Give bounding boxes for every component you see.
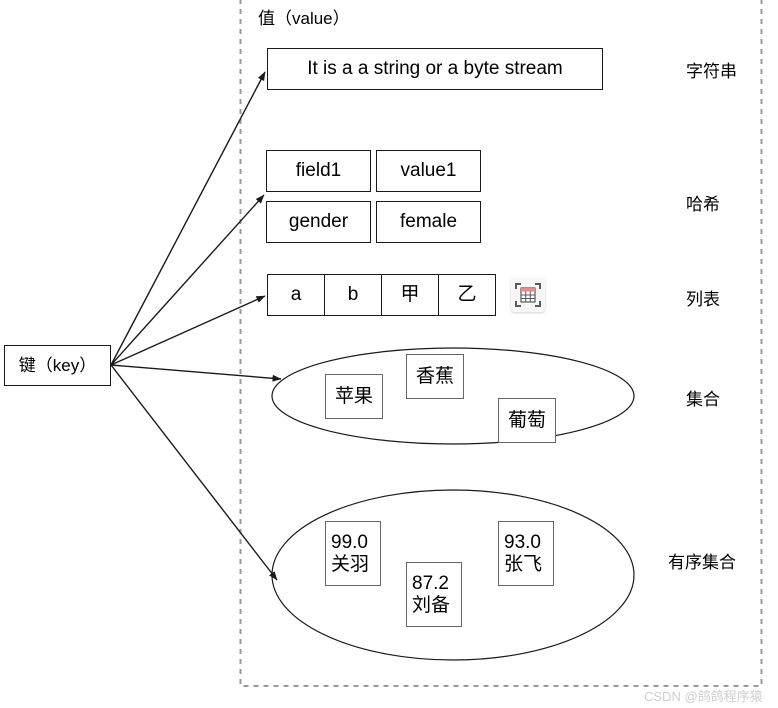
hash-field-cell[interactable]: gender: [266, 201, 371, 243]
insert-table-icon-glyph: [515, 283, 541, 307]
sorted-set-name: 刘备: [412, 594, 451, 616]
sorted-set-score: 99.0: [331, 531, 368, 553]
arrow-to-hash: [110, 194, 265, 366]
type-label-hash: 哈希: [686, 195, 720, 214]
set-member[interactable]: 香蕉: [406, 354, 464, 399]
type-label-sorted-set: 有序集合: [668, 553, 736, 572]
sorted-set-name: 张飞: [504, 553, 543, 575]
sorted-set-score: 93.0: [504, 531, 541, 553]
list-cell[interactable]: b: [324, 274, 382, 316]
watermark: CSDN @鸽鸽程序猿: [644, 689, 763, 704]
arrow-to-sorted-set: [110, 364, 278, 581]
type-label-set: 集合: [686, 390, 720, 409]
hash-value-cell[interactable]: female: [376, 201, 481, 243]
arrow-to-set: [110, 364, 282, 382]
type-label-list: 列表: [686, 290, 720, 309]
set-member[interactable]: 葡萄: [498, 398, 556, 443]
list-cell[interactable]: a: [267, 274, 325, 316]
sorted-set-member[interactable]: 93.0 张飞: [498, 521, 554, 586]
sorted-set-score: 87.2: [412, 572, 449, 594]
set-member[interactable]: 苹果: [325, 374, 383, 419]
key-node[interactable]: 键（key）: [4, 345, 111, 386]
sorted-set-member[interactable]: 99.0 关羽: [325, 521, 381, 586]
list-cell[interactable]: 乙: [438, 274, 496, 316]
arrow-to-list: [110, 295, 266, 366]
sorted-set-name: 关羽: [331, 553, 370, 575]
insert-table-icon[interactable]: [511, 278, 545, 312]
string-value-box[interactable]: It is a a string or a byte stream: [267, 48, 603, 90]
list-cell[interactable]: 甲: [381, 274, 439, 316]
hash-field-cell[interactable]: field1: [266, 150, 371, 192]
hash-value-cell[interactable]: value1: [376, 150, 481, 192]
list-row: a b 甲 乙: [267, 274, 496, 316]
value-section-title: 值（value）: [258, 9, 350, 28]
type-label-string: 字符串: [686, 62, 737, 81]
sorted-set-member[interactable]: 87.2 刘备: [406, 562, 462, 627]
arrow-to-string: [110, 71, 266, 366]
